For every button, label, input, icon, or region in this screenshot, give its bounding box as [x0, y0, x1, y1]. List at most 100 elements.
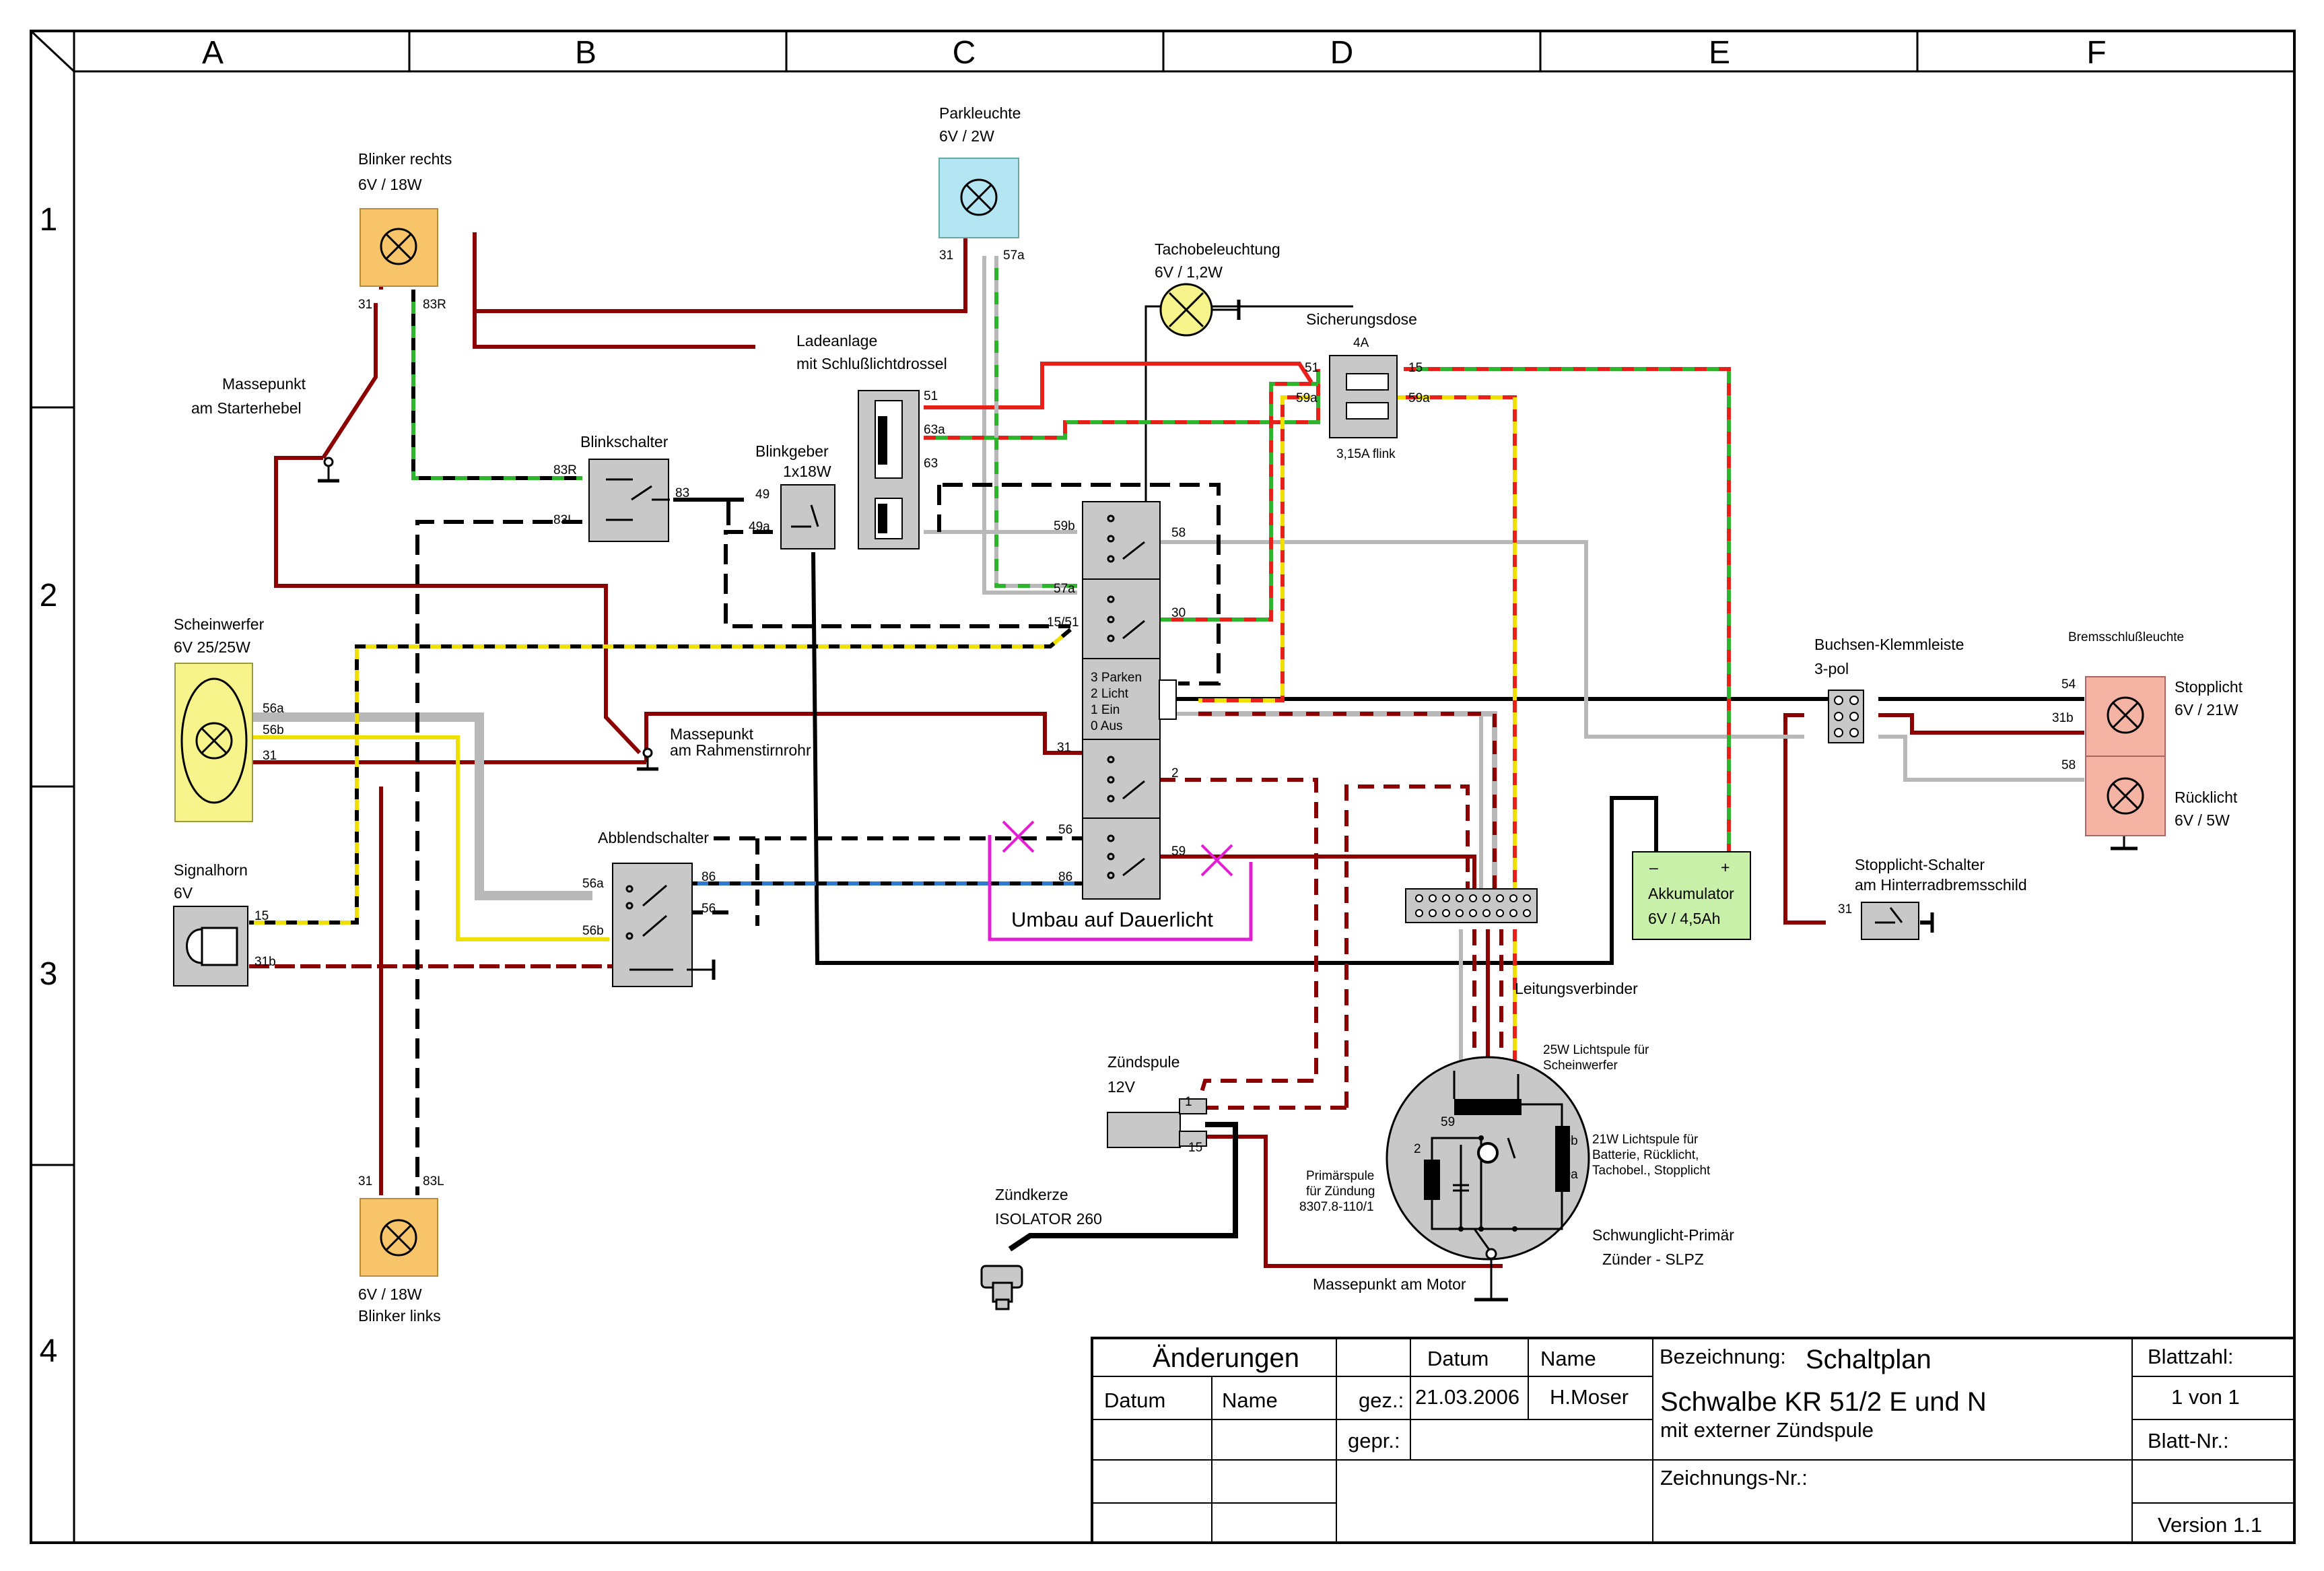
svg-text:59a: 59a	[1557, 1168, 1578, 1182]
tb-zeichnungs-nr: Zeichnungs-Nr.:	[1660, 1466, 1808, 1490]
zuendspule: Zündspule 12V 1 15	[1107, 1053, 1207, 1155]
svg-text:Zündspule: Zündspule	[1107, 1053, 1180, 1071]
svg-text:1 Ein: 1 Ein	[1091, 703, 1120, 717]
tb-bezeichnung: Bezeichnung:	[1660, 1345, 1786, 1368]
svg-text:86: 86	[1058, 870, 1072, 884]
svg-text:Blinkgeber: Blinkgeber	[755, 442, 829, 460]
svg-text:6V / 21W: 6V / 21W	[2175, 701, 2238, 718]
parkleuchte: Parkleuchte 6V / 2W 31 57a	[938, 104, 1025, 263]
svg-text:für Zündung: für Zündung	[1306, 1184, 1375, 1199]
svg-text:1: 1	[1185, 1095, 1192, 1109]
umbau-label: Umbau auf Dauerlicht	[1011, 908, 1213, 931]
svg-text:6V / 18W: 6V / 18W	[358, 176, 422, 193]
svg-text:Schwunglicht-Primär: Schwunglicht-Primär	[1592, 1226, 1734, 1244]
tb-gepr: gepr.:	[1348, 1429, 1400, 1452]
buchsen-klemmleiste: Buchsen-Klemmleiste 3-pol	[1814, 636, 1964, 743]
svg-text:Batterie, Rücklicht,: Batterie, Rücklicht,	[1592, 1148, 1699, 1162]
zuendkerze: Zündkerze ISOLATOR 260	[980, 1186, 1102, 1310]
svg-text:58: 58	[2061, 758, 2076, 772]
svg-text:59a: 59a	[1296, 391, 1318, 405]
svg-text:30: 30	[1171, 606, 1186, 620]
svg-text:Tachobel., Stopplicht: Tachobel., Stopplicht	[1592, 1164, 1711, 1178]
tachobeleuchtung: Tachobeleuchtung 6V / 1,2W	[1155, 240, 1280, 337]
svg-text:8307.8-110/1: 8307.8-110/1	[1299, 1200, 1374, 1214]
svg-text:56b: 56b	[263, 723, 284, 737]
svg-text:12V: 12V	[1107, 1078, 1136, 1096]
svg-text:Abblendschalter: Abblendschalter	[598, 829, 709, 846]
tb-datum-label: Datum	[1104, 1389, 1165, 1412]
massepunkt-starterhebel: Massepunkt am Starterhebel	[191, 375, 339, 483]
svg-text:63: 63	[924, 457, 938, 471]
tb-name-label: Name	[1222, 1389, 1278, 1412]
signalhorn: Signalhorn 6V 15 31b	[173, 861, 276, 987]
svg-text:56: 56	[702, 902, 716, 916]
svg-text:+: +	[1721, 859, 1730, 876]
blinkgeber: Blinkgeber 1x18W 49 49a	[749, 442, 835, 549]
svg-text:Massepunkt: Massepunkt	[222, 375, 306, 393]
svg-text:31: 31	[1838, 902, 1852, 916]
svg-text:54: 54	[2061, 677, 2076, 692]
scheinwerfer: Scheinwerfer 6V 25/25W 56a 56b 31	[174, 615, 284, 822]
tb-aenderungen: Änderungen	[1153, 1343, 1299, 1373]
svg-text:3-pol: 3-pol	[1814, 660, 1849, 677]
svg-text:83L: 83L	[553, 513, 575, 527]
col-d: D	[1330, 35, 1354, 71]
svg-text:56a: 56a	[263, 702, 284, 716]
tb-blattzahl: Blattzahl:	[2148, 1345, 2234, 1368]
svg-text:51: 51	[924, 389, 938, 403]
svg-text:am Rahmenstirnrohr: am Rahmenstirnrohr	[670, 741, 811, 759]
svg-text:57a: 57a	[1003, 248, 1025, 263]
svg-text:83: 83	[675, 486, 689, 500]
tb-schaltplan: Schaltplan	[1806, 1345, 1932, 1374]
wires	[249, 222, 2084, 1268]
svg-text:Leitungsverbinder: Leitungsverbinder	[1515, 980, 1638, 997]
schwunglicht-zuender: 25W Lichtspule für Scheinwerfer 21W Lich…	[1299, 1043, 1734, 1302]
svg-text:83R: 83R	[423, 298, 446, 312]
svg-text:6V / 5W: 6V / 5W	[2175, 811, 2230, 829]
tb-blattzahl-val: 1 von 1	[2171, 1385, 2240, 1409]
svg-text:31: 31	[1057, 741, 1071, 755]
svg-text:31: 31	[263, 749, 277, 763]
svg-text:6V / 4,5Ah: 6V / 4,5Ah	[1648, 910, 1720, 927]
svg-text:15: 15	[1188, 1141, 1202, 1155]
svg-text:Blinker rechts: Blinker rechts	[358, 150, 452, 168]
svg-text:Zünder - SLPZ: Zünder - SLPZ	[1602, 1250, 1704, 1268]
svg-text:Ladeanlage: Ladeanlage	[796, 332, 877, 349]
leitungsverbinder: Leitungsverbinder	[1405, 888, 1638, 997]
svg-text:31b: 31b	[254, 955, 276, 969]
svg-text:86: 86	[702, 870, 716, 884]
zuendschloss: 59b 58 57a 15/51 30 3 Parken 2 Licht 1 E…	[1047, 501, 1186, 900]
row-1: 1	[40, 202, 58, 238]
umbau-crosses	[1002, 820, 1233, 877]
title-block: Änderungen Datum Name Datum Name gez.: g…	[1091, 1337, 2296, 1544]
svg-text:56b: 56b	[582, 924, 604, 938]
svg-text:am Starterhebel: am Starterhebel	[191, 399, 302, 417]
svg-text:59: 59	[1171, 844, 1186, 859]
massepunkt-motor: Massepunkt am Motor	[1313, 1275, 1466, 1293]
svg-text:6V / 18W: 6V / 18W	[358, 1285, 422, 1303]
ladeanlage: Ladeanlage mit Schlußlichtdrossel 51 63a…	[796, 332, 947, 549]
svg-text:–: –	[1649, 859, 1658, 876]
stopplicht-schalter: Stopplicht-Schalter am Hinterradbremssch…	[1838, 856, 2027, 940]
svg-text:ISOLATOR 260: ISOLATOR 260	[995, 1210, 1102, 1228]
svg-text:Blinker links: Blinker links	[358, 1307, 441, 1325]
tb-title: Schwalbe KR 51/2 E und N	[1660, 1387, 1987, 1417]
tb-gez-datum: 21.03.2006	[1415, 1385, 1519, 1409]
svg-text:Tachobeleuchtung: Tachobeleuchtung	[1155, 240, 1280, 258]
svg-text:Blinkschalter: Blinkschalter	[580, 433, 669, 450]
svg-text:Sicherungsdose: Sicherungsdose	[1306, 310, 1417, 328]
bremsschlussleuchte: Bremsschlußleuchte 54 31b 58 Stopplicht …	[2052, 630, 2243, 850]
svg-text:15/51: 15/51	[1047, 615, 1079, 630]
blinker-rechts: Blinker rechts 6V / 18W 31 83R	[358, 150, 452, 312]
row-4: 4	[40, 1333, 58, 1369]
svg-text:59b: 59b	[1557, 1134, 1578, 1148]
svg-text:2 Licht: 2 Licht	[1091, 687, 1129, 701]
svg-text:Rücklicht: Rücklicht	[2175, 789, 2238, 806]
tb-blatt-nr: Blatt-Nr.:	[2148, 1429, 2229, 1452]
tb-datum-header: Datum	[1427, 1347, 1489, 1370]
massepunkt-rahmenstirnrohr: Massepunkt am Rahmenstirnrohr	[637, 725, 811, 771]
svg-text:mit Schlußlichtdrossel: mit Schlußlichtdrossel	[796, 355, 947, 372]
svg-text:6V / 1,2W: 6V / 1,2W	[1155, 263, 1223, 281]
svg-text:3,15A flink: 3,15A flink	[1336, 447, 1396, 461]
svg-text:31b: 31b	[2052, 711, 2074, 725]
